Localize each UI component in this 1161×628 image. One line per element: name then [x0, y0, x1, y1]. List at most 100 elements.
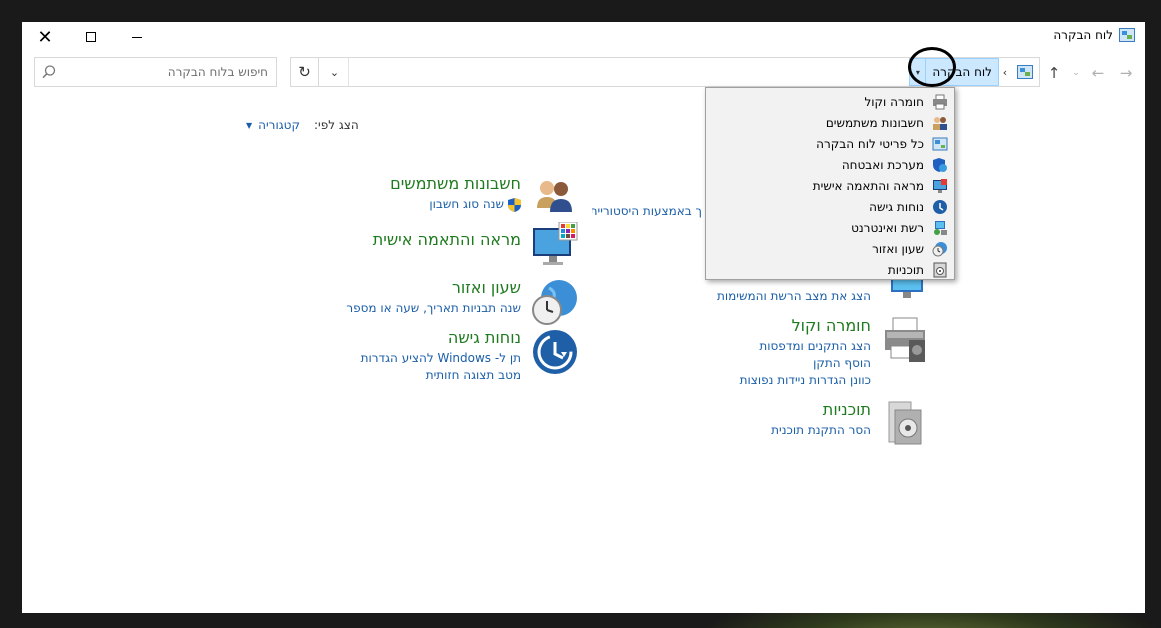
window-title: לוח הבקרה: [1053, 28, 1113, 42]
view-by-value: קטגוריה: [258, 118, 300, 132]
title-bar: לוח הבקרה ✕: [22, 22, 1145, 52]
programs-icon: [888, 401, 922, 445]
shield-icon: [933, 157, 947, 172]
chevron-down-icon: ⌄: [329, 65, 340, 79]
arrow-right-icon: →: [1119, 64, 1133, 82]
view-devices-printers-link[interactable]: הצג התקנים ומדפסות: [759, 339, 871, 353]
category-hardware-sound: חומרה וקול הצג התקנים ומדפסות הוסף התקן …: [629, 316, 929, 389]
menu-item-label: נוחות גישה: [869, 199, 924, 214]
category-body: הצג את מצב הרשת והמשימות: [717, 288, 871, 305]
breadcrumb-dropdown-menu: חומרה וקול חשבונות משתמשים כל פריטי לוח …: [705, 87, 955, 280]
change-account-type-link[interactable]: שנה סוג חשבון: [390, 196, 521, 213]
menu-item-network[interactable]: רשת ואינטרנט: [706, 217, 954, 238]
category-appearance: מראה והתאמה אישית: [259, 222, 579, 272]
ease-of-access-icon: [533, 330, 577, 374]
category-programs: תוכניות הסר התקנת תוכנית: [629, 400, 929, 450]
uac-shield-icon: [508, 197, 521, 212]
category-title[interactable]: מראה והתאמה אישית: [372, 230, 521, 249]
menu-item-label: רשת ואינטרנט: [851, 220, 924, 235]
mobility-settings-link[interactable]: כוונן הגדרות ניידות נפוצות: [739, 373, 871, 387]
menu-item-label: חומרה וקול: [864, 94, 924, 109]
arrow-up-icon: ↑: [1047, 64, 1061, 82]
breadcrumb-dropdown-button[interactable]: ▾: [909, 58, 926, 86]
control-panel-window: לוח הבקרה ✕ ↑ ⌄ ← → › לוח הבקרה ▾ ⌄ ↻: [22, 22, 1145, 613]
refresh-button[interactable]: ↻: [291, 58, 319, 86]
menu-item-appearance[interactable]: מראה והתאמה אישית: [706, 175, 954, 196]
partial-history-link[interactable]: ך באמצעות היסטוריית: [592, 204, 702, 218]
search-icon: [42, 65, 56, 79]
nav-arrows: ↑ ⌄ ← →: [1043, 62, 1137, 84]
let-windows-suggest-link[interactable]: תן ל- Windows להציע הגדרות: [360, 351, 521, 365]
forward-button[interactable]: →: [1115, 62, 1137, 84]
minimize-icon: [132, 36, 142, 38]
menu-item-programs[interactable]: תוכניות: [706, 259, 954, 280]
address-history-button[interactable]: ⌄: [321, 58, 349, 86]
caret-down-icon: ▼: [246, 120, 253, 130]
search-box[interactable]: [34, 57, 277, 87]
refresh-icon: ↻: [298, 63, 311, 81]
breadcrumb-separator-icon[interactable]: ›: [1002, 65, 1008, 79]
chevron-down-icon: ⌄: [1072, 68, 1080, 78]
printer-icon: [933, 94, 947, 109]
category-clock-region: שעון ואזור שנה תבניות תאריך, שעה או מספר: [259, 278, 579, 328]
recent-locations-button[interactable]: ⌄: [1071, 62, 1081, 84]
view-network-status-link[interactable]: הצג את מצב הרשת והמשימות: [716, 289, 871, 303]
category-body: חומרה וקול הצג התקנים ומדפסות הוסף התקן …: [740, 316, 871, 389]
control-panel-icon: [932, 137, 948, 150]
users-icon: [537, 181, 572, 212]
menu-item-system-security[interactable]: מערכת ואבטחה: [706, 154, 954, 175]
category-link-text: שנה סוג חשבון: [429, 197, 504, 211]
view-by-dropdown[interactable]: קטגוריה ▼: [246, 118, 300, 132]
view-by: הצג לפי: קטגוריה ▼: [246, 118, 359, 132]
monitor-palette-icon: [533, 222, 578, 265]
add-device-link[interactable]: הוסף התקן: [813, 356, 871, 370]
up-button[interactable]: ↑: [1043, 62, 1065, 84]
category-user-accounts: חשבונות משתמשים שנה סוג חשבון: [259, 174, 579, 224]
control-panel-icon: [1017, 65, 1033, 79]
category-body: מראה והתאמה אישית: [373, 230, 521, 252]
change-date-format-link[interactable]: שנה תבניות תאריך, שעה או מספר: [346, 301, 521, 315]
category-title[interactable]: שעון ואזור: [451, 278, 521, 297]
category-body: תוכניות הסר התקנת תוכנית: [771, 400, 871, 439]
breadcrumb: › לוח הבקרה ▾: [909, 58, 1039, 86]
breadcrumb-item-control-panel[interactable]: לוח הבקרה: [925, 58, 999, 86]
category-body: חשבונות משתמשים שנה סוג חשבון: [390, 174, 521, 213]
menu-item-hardware-sound[interactable]: חומרה וקול: [706, 91, 954, 112]
category-title[interactable]: נוחות גישה: [447, 328, 521, 347]
menu-item-label: מראה והתאמה אישית: [812, 178, 924, 193]
menu-item-ease-of-access[interactable]: נוחות גישה: [706, 196, 954, 217]
maximize-icon: [86, 32, 96, 42]
arrow-left-icon: ←: [1091, 64, 1105, 82]
title-group: לוח הבקרה: [1053, 28, 1135, 42]
programs-icon: [933, 262, 947, 277]
menu-item-clock-region[interactable]: שעון ואזור: [706, 238, 954, 259]
back-button[interactable]: ←: [1087, 62, 1109, 84]
ease-of-access-icon: [933, 199, 947, 214]
network-icon: [934, 220, 947, 235]
search-input[interactable]: [68, 62, 268, 82]
chevron-down-icon: ▾: [915, 67, 920, 77]
monitor-palette-icon: [933, 178, 947, 193]
printer-icon: [885, 317, 925, 362]
menu-item-label: תוכניות: [887, 262, 924, 277]
menu-item-all-items[interactable]: כל פריטי לוח הבקרה: [706, 133, 954, 154]
menu-item-user-accounts[interactable]: חשבונות משתמשים: [706, 112, 954, 133]
category-title[interactable]: תוכניות: [822, 400, 871, 419]
category-title[interactable]: חשבונות משתמשים: [390, 174, 521, 193]
category-ease-of-access: נוחות גישה תן ל- Windows להציע הגדרות מט…: [259, 328, 579, 388]
globe-clock-icon: [532, 280, 577, 325]
address-bar[interactable]: › לוח הבקרה ▾ ⌄ ↻: [290, 57, 1040, 87]
close-button[interactable]: ✕: [22, 22, 68, 52]
optimize-visual-display-link[interactable]: מטב תצוגה חזותית: [425, 368, 521, 382]
maximize-button[interactable]: [68, 22, 114, 52]
category-body: שעון ואזור שנה תבניות תאריך, שעה או מספר: [346, 278, 521, 317]
menu-item-label: שעון ואזור: [872, 241, 924, 256]
menu-item-label: חשבונות משתמשים: [825, 115, 924, 130]
category-title[interactable]: חומרה וקול: [791, 316, 871, 335]
minimize-button[interactable]: [114, 22, 160, 52]
menu-item-label: כל פריטי לוח הבקרה: [816, 136, 924, 151]
close-icon: ✕: [37, 26, 53, 48]
category-body: נוחות גישה תן ל- Windows להציע הגדרות מט…: [361, 328, 521, 384]
uninstall-program-link[interactable]: הסר התקנת תוכנית: [771, 423, 871, 437]
address-location-icon-box: [1011, 58, 1039, 86]
